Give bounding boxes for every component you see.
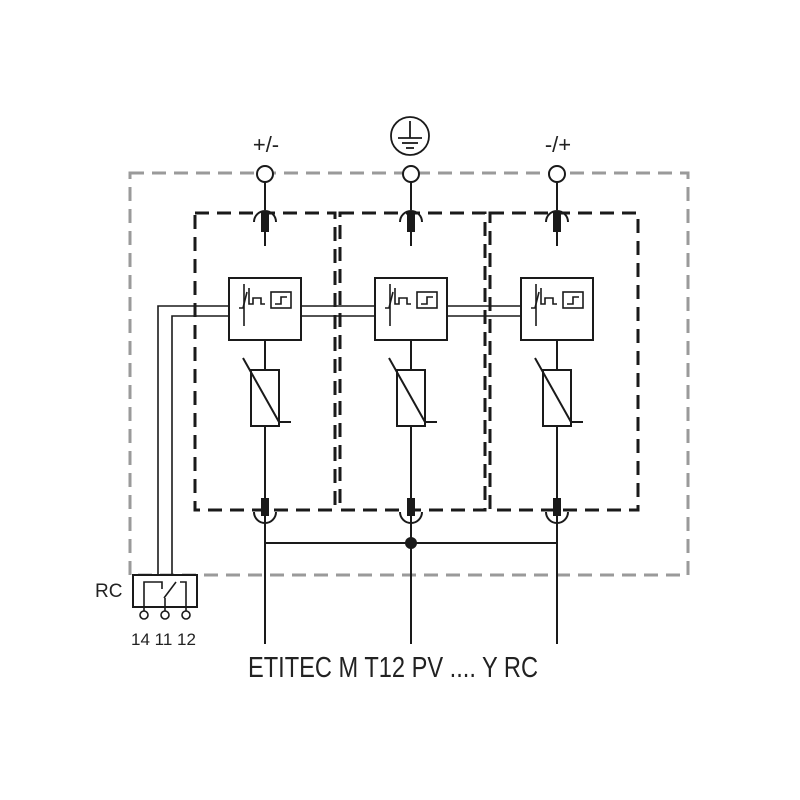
protection-module-center bbox=[374, 277, 448, 645]
remote-contact-block bbox=[132, 574, 198, 620]
terminal-label-minus-plus: -/+ bbox=[545, 132, 571, 157]
diagram-caption: ETITEC M T12 PV .... Y RC bbox=[248, 652, 538, 684]
protection-module-right bbox=[520, 277, 594, 645]
earth-ground-symbol bbox=[390, 116, 430, 156]
remote-contact-pin-numbers: 14 11 12 bbox=[131, 630, 196, 649]
terminal-minus-plus bbox=[545, 165, 569, 247]
protection-module-left bbox=[228, 277, 302, 645]
bottom-connector-center bbox=[399, 497, 423, 539]
housing-outline bbox=[128, 171, 690, 577]
bottom-connector-right bbox=[545, 497, 569, 539]
junction-dot bbox=[405, 537, 417, 549]
terminal-plus-minus bbox=[253, 165, 277, 247]
terminal-ground bbox=[399, 165, 423, 247]
module-box-right bbox=[488, 211, 640, 512]
bottom-connector-left bbox=[253, 497, 277, 539]
terminal-label-plus-minus: +/- bbox=[253, 132, 279, 157]
module-box-center bbox=[338, 211, 487, 512]
remote-contact-label: RC bbox=[95, 581, 122, 602]
signal-wires bbox=[157, 305, 521, 578]
